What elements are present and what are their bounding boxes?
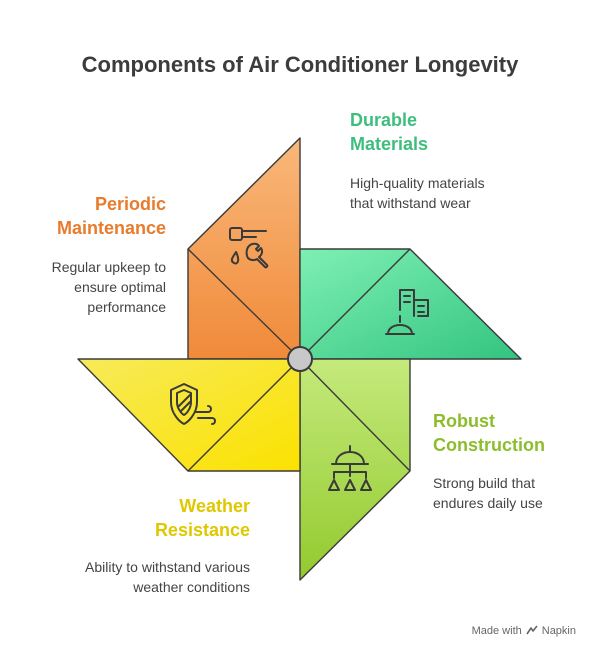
diagram-title: Components of Air Conditioner Longevity (81, 52, 519, 77)
periodic-maintenance-description: Regular upkeep to ensure optimal perform… (51, 259, 166, 315)
robust-construction-heading: Robust Construction (433, 411, 545, 455)
tap-wrench-icon (229, 227, 269, 269)
shield-wind-icon (170, 383, 216, 425)
building-hardhat-icon (385, 289, 429, 335)
footer-attribution: Made with Napkin (472, 625, 576, 637)
periodic-maintenance-blade (187, 137, 301, 360)
robust-construction-blade (299, 358, 411, 581)
footer-brand: Napkin (541, 625, 576, 637)
hardhat-network-icon (328, 445, 372, 491)
durable-materials-blade (299, 248, 522, 360)
napkin-logo-icon (526, 625, 538, 635)
weather-resistance-heading: Weather Resistance (154, 496, 250, 540)
durable-materials-heading: Durable Materials (350, 110, 429, 154)
periodic-maintenance-heading: Periodic Maintenance (56, 194, 166, 238)
pinwheel-center-pin (287, 346, 313, 372)
robust-construction-description: Strong build that endures daily use (433, 475, 543, 511)
weather-resistance-blade (77, 358, 301, 472)
footer-label: Made with (471, 625, 522, 637)
durable-materials-description: High-quality materials that withstand we… (350, 175, 485, 211)
weather-resistance-description: Ability to withstand various weather con… (85, 559, 250, 595)
